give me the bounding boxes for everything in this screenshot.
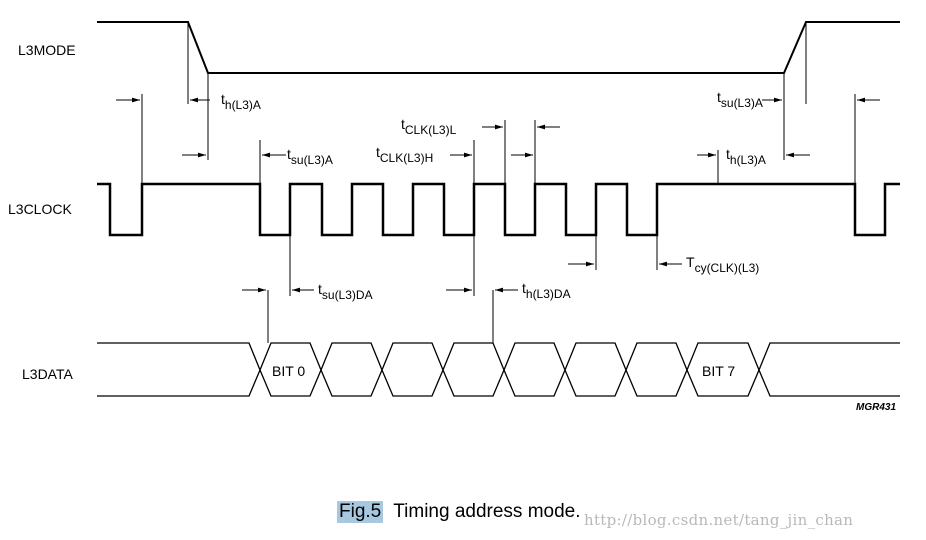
label-tclk-l3h: tCLK(L3)H <box>376 144 433 165</box>
label-th-l3a-right: th(L3)A <box>726 146 766 167</box>
bit-7-label: BIT 7 <box>702 363 735 379</box>
l3mode-waveform <box>97 21 900 74</box>
bit-0-label: BIT 0 <box>272 363 305 379</box>
label-th-l3da: th(L3)DA <box>522 280 571 301</box>
l3data-waveform <box>97 342 900 397</box>
label-tsu-l3a-right: tsu(L3)A <box>717 89 763 110</box>
figure-caption: Fig.5 Timing address mode. <box>337 501 581 523</box>
watermark-url: http://blog.csdn.net/tang_jin_chan <box>584 511 854 529</box>
l3mode-label: L3MODE <box>18 42 76 58</box>
figure-code: MGR431 <box>856 402 896 413</box>
label-tcy-clk-l3: Tcy(CLK)(L3) <box>686 254 759 275</box>
l3clock-label: L3CLOCK <box>8 201 72 217</box>
label-tclk-l3l: tCLK(L3)L <box>401 116 457 137</box>
figure-number: Fig.5 <box>337 501 384 523</box>
figure-title: Timing address mode. <box>393 501 581 522</box>
reference-lines <box>141 22 856 343</box>
label-th-l3a-left: th(L3)A <box>221 91 261 112</box>
l3clock-waveform <box>97 182 900 237</box>
l3data-label: L3DATA <box>22 366 73 382</box>
label-tsu-l3da: tsu(L3)DA <box>318 281 373 302</box>
label-tsu-l3a-left: tsu(L3)A <box>287 146 333 167</box>
timing-arrows <box>116 97 880 293</box>
